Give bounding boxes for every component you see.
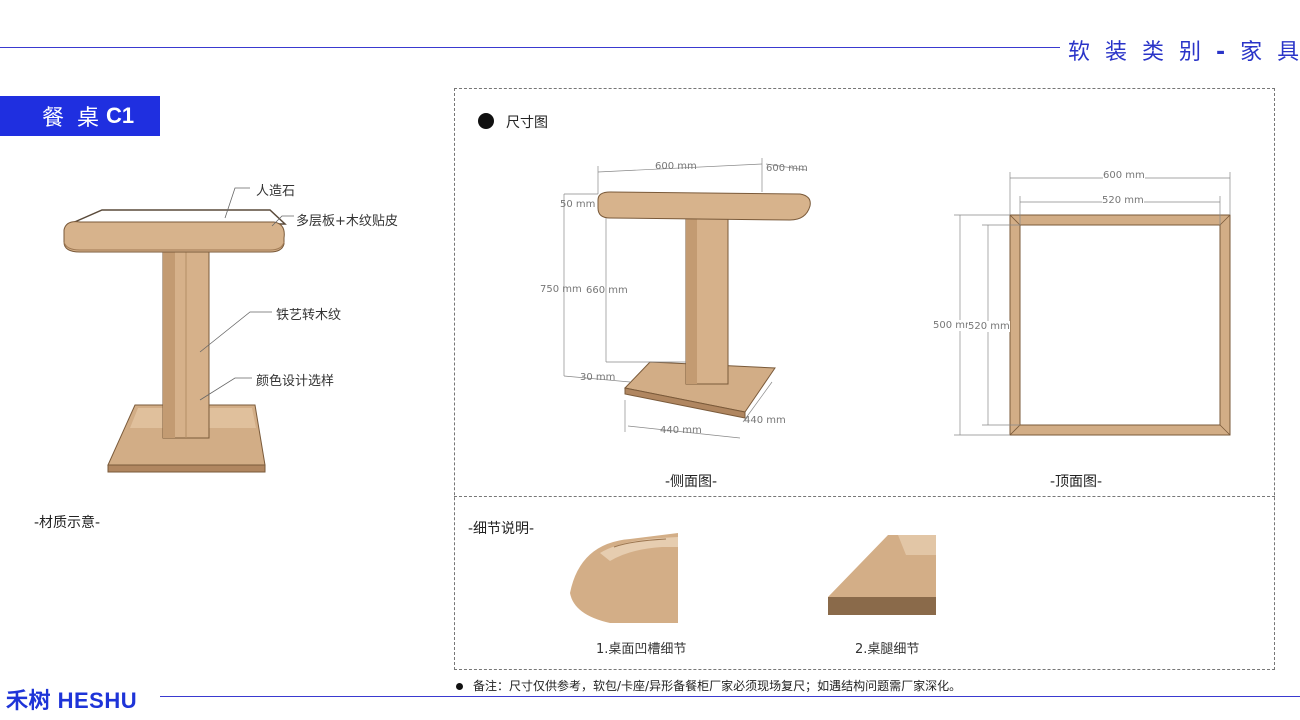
item-code: C1	[106, 103, 135, 128]
side-dim-base-depth: 440 mm	[744, 415, 786, 426]
top-view-caption: -顶面图-	[1050, 474, 1103, 490]
material-table-illustration	[63, 187, 294, 473]
dimension-panel	[454, 88, 1275, 670]
top-dim-inner-width: 520 mm	[1102, 195, 1144, 206]
item-title-badge: 餐 桌 C1	[0, 96, 160, 136]
footer-note: 备注：尺寸仅供参考，软包/卡座/异形备餐柜厂家必须现场复尺；如遇结构问题需厂家深…	[456, 677, 961, 694]
detail-label-groove: 1.桌面凹槽细节	[596, 642, 687, 657]
header-title: 软 装 类 别 - 家 具	[1068, 34, 1300, 66]
dimension-heading: 尺寸图	[506, 115, 548, 131]
side-dim-top-depth: 600 mm	[766, 163, 808, 174]
material-label-iron: 铁艺转木纹	[276, 308, 342, 323]
side-dim-top-width: 600 mm	[655, 161, 697, 172]
material-label-plywood: 多层板+木纹贴皮	[296, 214, 398, 229]
header-dash: -	[1215, 40, 1230, 65]
side-dim-leg-height: 660 mm	[586, 285, 628, 296]
side-dim-top-thickness: 50 mm	[560, 199, 596, 210]
top-dim-inner-height: 520 mm	[968, 321, 1010, 332]
detail-tabletop-groove-image	[570, 533, 678, 623]
top-dim-outer-height: 500 mm	[933, 320, 975, 331]
bullet-icon	[478, 113, 494, 129]
top-view-drawing	[954, 172, 1231, 436]
header-rule	[0, 47, 1060, 48]
top-dim-outer-width: 600 mm	[1103, 170, 1145, 181]
side-dim-base-thickness: 30 mm	[580, 372, 616, 383]
panel-divider	[454, 496, 1275, 497]
footer-note-text: 备注：尺寸仅供参考，软包/卡座/异形备餐柜厂家必须现场复尺；如遇结构问题需厂家深…	[473, 679, 962, 693]
footer-rule	[160, 696, 1300, 697]
brand-logo: 禾树 HESHU	[6, 688, 138, 713]
material-caption: -材质示意-	[34, 515, 101, 531]
material-label-stone: 人造石	[256, 184, 296, 199]
side-dim-total-height: 750 mm	[540, 284, 582, 295]
side-view-caption: -侧面图-	[665, 474, 718, 490]
side-dim-base-width: 440 mm	[660, 425, 702, 436]
header-category-value: 家 具	[1240, 40, 1300, 65]
detail-table-leg-image	[828, 535, 936, 615]
item-name: 餐 桌	[42, 106, 102, 131]
detail-label-leg: 2.桌腿细节	[855, 642, 920, 657]
note-bullet-icon	[456, 683, 463, 690]
side-view-drawing	[563, 158, 811, 439]
header-category-label: 软 装 类 别	[1068, 40, 1205, 65]
details-heading: -细节说明-	[468, 521, 535, 537]
material-label-color: 颜色设计选样	[256, 374, 335, 389]
